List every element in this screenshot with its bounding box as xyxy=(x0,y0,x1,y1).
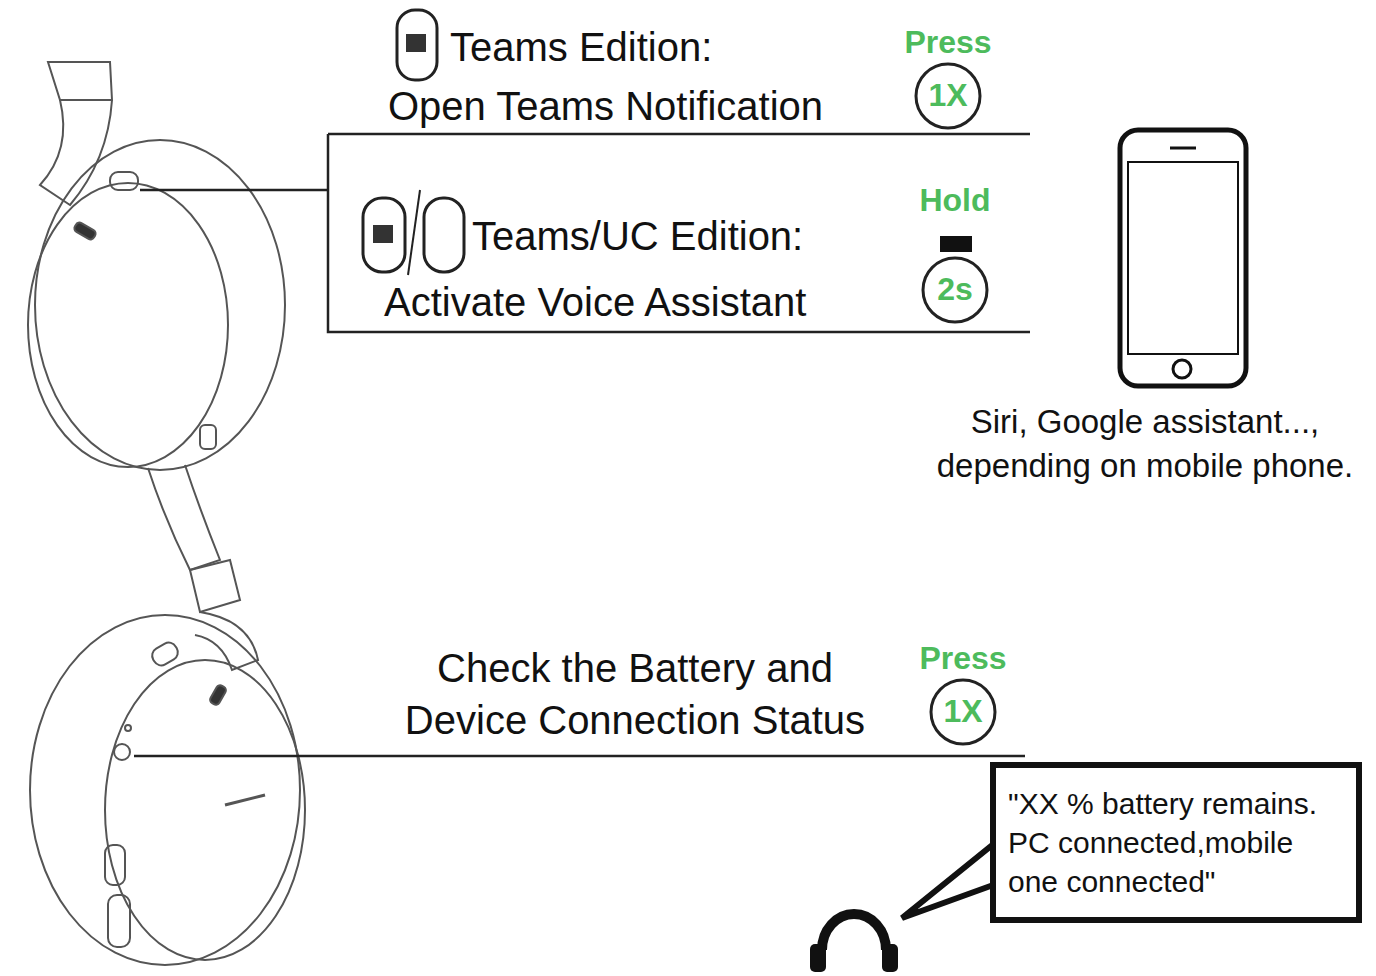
slash xyxy=(408,190,420,275)
count-text: 1X xyxy=(928,78,967,113)
headphone-band xyxy=(822,914,886,950)
function-label: Open Teams Notification xyxy=(388,84,888,129)
side-button xyxy=(200,425,216,449)
teams-button-icon xyxy=(397,10,437,80)
volume-button xyxy=(105,845,125,885)
hold-bar xyxy=(940,236,972,252)
phone-speaker xyxy=(1170,147,1196,150)
teams-button-icon xyxy=(363,198,405,272)
speech-callout: "XX % battery remains. PC connected,mobi… xyxy=(990,762,1362,923)
leader-lines xyxy=(134,134,1030,756)
leader-line xyxy=(140,189,328,192)
action-heading: Press xyxy=(904,25,991,60)
cup-face xyxy=(105,660,305,960)
circle-shape xyxy=(931,680,995,744)
function-label: Check the Battery and Device Connection … xyxy=(380,642,890,746)
count-text: 1X xyxy=(943,694,982,729)
phone-body xyxy=(1120,130,1246,386)
mic-hole xyxy=(125,725,131,731)
uc-button-icon xyxy=(424,198,464,272)
function-label: Teams Edition: xyxy=(450,25,870,70)
spoken-message: "XX % battery remains. PC connected,mobi… xyxy=(990,762,1362,923)
note-text: Siri, Google assistant..., depending on … xyxy=(905,400,1376,487)
table-bracket xyxy=(328,134,1030,332)
headset-bottom-cup xyxy=(30,612,305,965)
leader-line xyxy=(134,755,1025,758)
count-circle: Press1X xyxy=(928,677,998,747)
cup-face xyxy=(28,183,228,467)
home-button xyxy=(1173,360,1191,378)
count-circle: Press1X xyxy=(913,61,983,131)
count-text: 2s xyxy=(937,272,973,307)
circle-shape xyxy=(916,64,980,128)
speech-tail xyxy=(902,842,996,918)
callout-tail xyxy=(902,842,996,918)
function-label: Activate Voice Assistant xyxy=(384,280,884,325)
led xyxy=(73,221,97,241)
logo-mark xyxy=(225,795,265,805)
table-rule xyxy=(328,133,1030,136)
headband-link xyxy=(148,465,220,570)
teams-icons xyxy=(363,10,464,275)
action-heading: Hold xyxy=(919,183,990,218)
status-button xyxy=(114,744,130,760)
teams-button xyxy=(110,172,138,190)
headset-top-cup xyxy=(28,62,285,612)
function-label: Teams/UC Edition: xyxy=(472,214,892,259)
circle-shape xyxy=(923,258,987,322)
action-heading: Press xyxy=(919,641,1006,676)
headband-arm xyxy=(195,612,258,670)
ear-pad xyxy=(810,944,826,972)
phone-icon xyxy=(1120,130,1246,386)
phone-screen xyxy=(1128,162,1238,354)
ear-pad xyxy=(882,944,898,972)
headband xyxy=(48,62,112,100)
teams-logo xyxy=(373,225,393,243)
cup-shell xyxy=(30,615,300,965)
headphone-icon xyxy=(810,914,898,972)
button xyxy=(149,640,181,669)
led xyxy=(209,684,228,706)
slider xyxy=(108,895,130,947)
teams-logo xyxy=(406,34,426,52)
band-clip xyxy=(190,560,240,612)
count-circle: Hold2s xyxy=(920,255,990,325)
